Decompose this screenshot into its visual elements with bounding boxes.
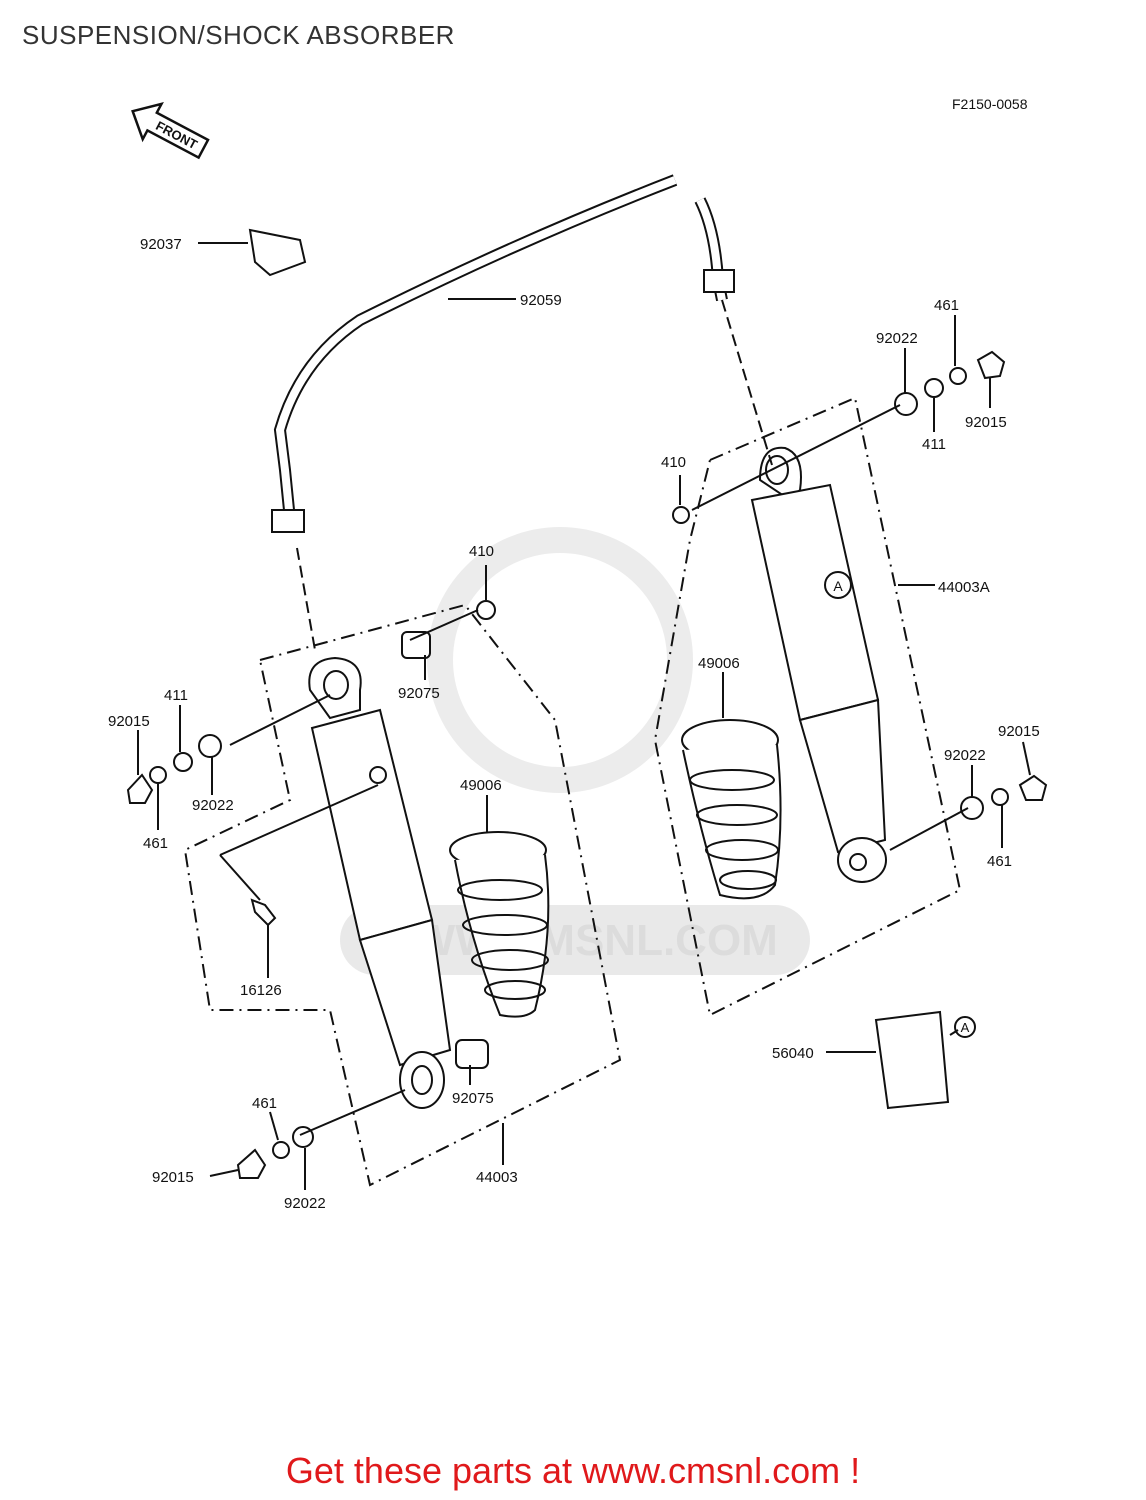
part-label-461-left: 461 xyxy=(143,835,168,852)
leader-pin-top xyxy=(691,404,901,511)
shock-callout-a-circle xyxy=(824,571,852,599)
part-label-461-bottom: 461 xyxy=(252,1095,277,1112)
part-label-56040: 56040 xyxy=(772,1045,814,1062)
part-label-92022-top: 92022 xyxy=(876,330,918,347)
part-label-49006-left: 49006 xyxy=(460,777,502,794)
part-label-92075-upper: 92075 xyxy=(398,685,440,702)
left-shock-absorber xyxy=(308,656,452,1109)
leader-461-bottom xyxy=(269,1111,279,1141)
washer-410-left xyxy=(476,600,496,620)
part-label-92022-bottom: 92022 xyxy=(284,1195,326,1212)
leader-hose-left xyxy=(296,547,316,651)
part-label-49006-right: 49006 xyxy=(698,655,740,672)
washer-92022-left xyxy=(198,734,222,758)
hose-fill xyxy=(275,176,726,521)
part-label-411-top: 411 xyxy=(922,436,946,453)
leader-pin-left xyxy=(229,694,331,746)
nut-92015-top xyxy=(976,350,1006,380)
leader-92015-bottom xyxy=(209,1169,239,1177)
watermark-logo: WWW.CMSNL.COM xyxy=(340,527,810,975)
part-label-16126: 16126 xyxy=(240,982,282,999)
diagram-code: F2150-0058 xyxy=(952,96,1028,112)
washer-92022-right xyxy=(960,796,984,820)
parts-diagram: WWW.CMSNL.COM FRONT xyxy=(108,101,1048,1212)
part-label-461-top: 461 xyxy=(934,297,959,314)
leader-16126-a xyxy=(219,784,379,856)
right-shock-absorber xyxy=(750,446,887,883)
hose-fitting-right xyxy=(703,269,735,293)
part-label-92037: 92037 xyxy=(140,236,182,253)
collar-92075-upper xyxy=(401,631,431,659)
left-assembly-outline xyxy=(183,603,622,1187)
washer-410-right xyxy=(672,506,690,524)
washer-411-left xyxy=(173,752,193,772)
part-label-411-left: 411 xyxy=(164,687,188,704)
part-label-410-left: 410 xyxy=(469,543,494,560)
label-callout-a: A xyxy=(961,1020,970,1035)
left-dust-boot xyxy=(449,831,550,1018)
washer-461-bottom xyxy=(272,1141,290,1159)
part-label-92015-left: 92015 xyxy=(108,713,150,730)
collar-92075-lower xyxy=(455,1039,489,1069)
washer-461-left xyxy=(149,766,167,784)
valve-16126 xyxy=(250,898,277,927)
part-label-92015-top: 92015 xyxy=(965,414,1007,431)
leader-92015-right xyxy=(1022,741,1031,776)
watermark-text: WWW.CMSNL.COM xyxy=(372,916,778,965)
part-label-92022-left: 92022 xyxy=(192,797,234,814)
part-label-92015-right: 92015 xyxy=(998,723,1040,740)
nut-92015-right xyxy=(1018,774,1048,801)
leader-hose-right xyxy=(721,299,773,466)
clamp-92037 xyxy=(248,228,307,277)
label-plate-56040 xyxy=(874,1010,950,1110)
part-label-92075-lower: 92075 xyxy=(452,1090,494,1107)
part-label-44003: 44003 xyxy=(476,1169,518,1186)
nut-92015-bottom xyxy=(236,1148,267,1179)
part-label-461-right: 461 xyxy=(987,853,1012,870)
washer-92022-top xyxy=(894,392,918,416)
leader-a-label xyxy=(949,1029,959,1036)
label-callout-a-circle xyxy=(954,1016,976,1038)
shock-callout-a: A xyxy=(833,578,843,594)
hose-fitting-left xyxy=(271,509,305,533)
right-dust-boot xyxy=(681,719,782,900)
leader-pin-right xyxy=(889,807,969,851)
washer-411-top xyxy=(924,378,944,398)
page-title: SUSPENSION/SHOCK ABSORBER xyxy=(22,20,455,50)
part-label-92022-right: 92022 xyxy=(944,747,986,764)
nut-92015-left xyxy=(126,773,154,804)
washer-461-top xyxy=(949,367,967,385)
promo-link[interactable]: Get these parts at www.cmsnl.com ! xyxy=(285,1450,861,1491)
part-label-92015-bottom: 92015 xyxy=(152,1169,194,1186)
front-arrow-icon: FRONT xyxy=(131,101,210,160)
leader-pin-bottom xyxy=(299,1089,406,1136)
part-label-92059: 92059 xyxy=(520,292,562,309)
leader-410-left xyxy=(409,609,479,641)
part-label-410-right: 410 xyxy=(661,454,686,471)
hose-outline xyxy=(273,174,728,521)
leader-16126-b xyxy=(219,854,261,901)
washer-461-right xyxy=(991,788,1009,806)
part-label-44003A: 44003A xyxy=(938,579,990,596)
